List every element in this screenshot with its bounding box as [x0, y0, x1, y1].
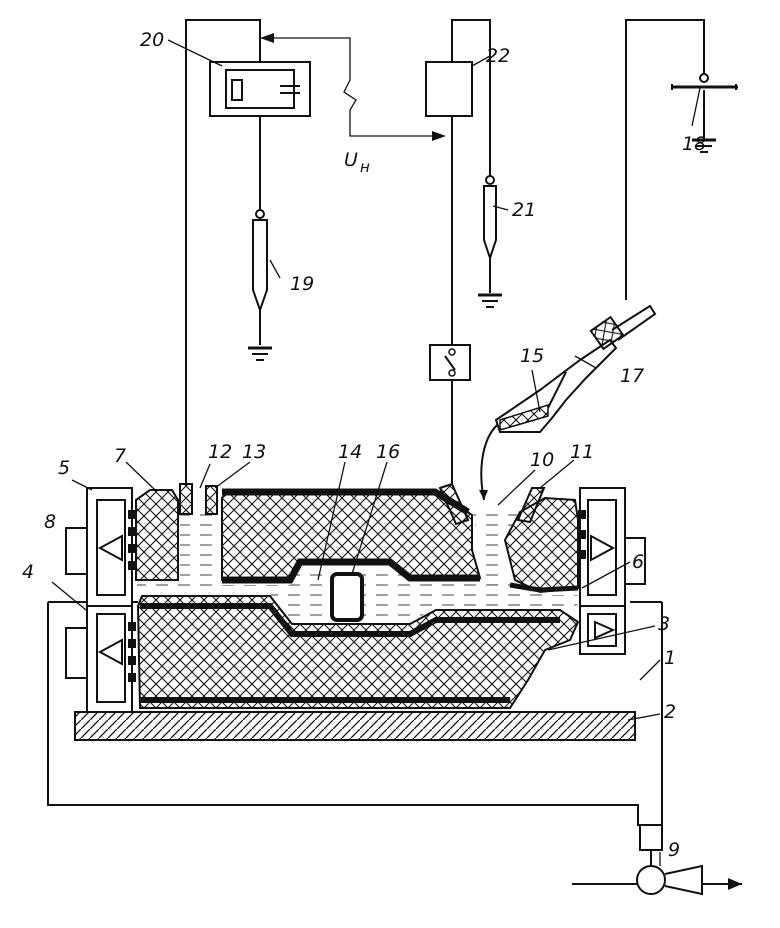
wiring — [185, 19, 705, 484]
callout-2: 2 — [664, 701, 676, 723]
callout-14: 14 — [338, 441, 362, 463]
callout-1: 1 — [664, 647, 676, 669]
callout-21: 21 — [512, 199, 536, 221]
callout-15: 15 — [520, 345, 544, 367]
callout-9: 9 — [668, 839, 680, 861]
left-grid-teeth — [128, 510, 136, 682]
voltage-subscript: н — [360, 158, 370, 176]
callout-18: 18 — [682, 133, 706, 155]
left-clamp-lower — [65, 605, 133, 713]
callout-11: 11 — [570, 441, 594, 463]
callout-22: 22 — [486, 45, 510, 67]
probe-19 — [248, 209, 272, 361]
callout-7: 7 — [114, 445, 126, 467]
callout-16: 16 — [376, 441, 400, 463]
left-clamp-upper — [65, 487, 133, 607]
voltage-symbol: U — [344, 149, 358, 171]
switch — [429, 344, 471, 381]
callout-8: 8 — [44, 511, 56, 533]
vacuum-pump — [572, 864, 742, 896]
electrode-12 — [179, 483, 193, 515]
right-clamp-upper — [578, 487, 646, 607]
callout-12: 12 — [208, 441, 232, 463]
leader-lines — [51, 39, 701, 866]
electrode-13 — [205, 485, 218, 515]
callout-13: 13 — [242, 441, 266, 463]
callout-6: 6 — [632, 551, 644, 573]
callout-labels: 20 22 18 19 21 17 15 7 5 8 4 12 13 14 16… — [22, 29, 706, 861]
voltage-label: U н — [344, 149, 370, 176]
upper-mold-left-block — [135, 489, 179, 581]
right-clamp-lower — [579, 605, 626, 655]
sprue-electrode — [438, 482, 470, 526]
control-unit-20 — [209, 61, 311, 117]
control-unit-22 — [425, 61, 473, 117]
sensor-18 — [671, 73, 738, 153]
callout-20: 20 — [140, 29, 164, 51]
base-plate — [74, 711, 636, 741]
callout-4: 4 — [22, 561, 34, 583]
callout-5: 5 — [58, 457, 70, 479]
callout-10: 10 — [530, 449, 554, 471]
callout-19: 19 — [290, 273, 314, 295]
pouring-ladle — [479, 304, 657, 501]
liquid-metal-cavity — [136, 508, 578, 622]
upper-mold-main — [221, 488, 482, 584]
vacuum-frame — [47, 601, 663, 866]
callout-3: 3 — [658, 613, 670, 635]
probe-21 — [478, 175, 502, 308]
lower-mold — [136, 595, 580, 709]
core — [330, 572, 364, 622]
callout-17: 17 — [620, 365, 644, 387]
